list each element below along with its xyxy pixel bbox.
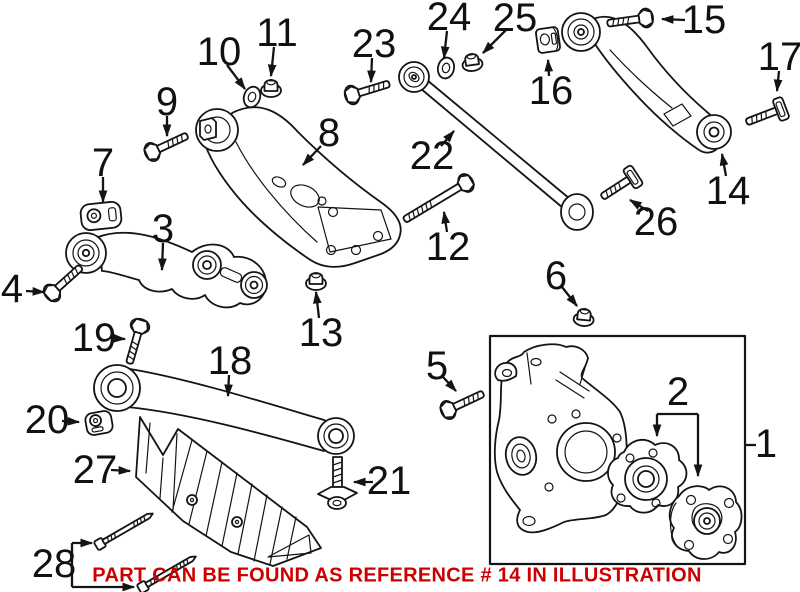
part-1-assembly-box bbox=[488, 334, 747, 566]
nut-6 bbox=[572, 306, 596, 328]
bolt-21 bbox=[317, 456, 358, 510]
wheel-bearing bbox=[607, 438, 688, 514]
bolt-26 bbox=[594, 163, 645, 208]
part-22-track-rod bbox=[398, 61, 594, 231]
clip-16 bbox=[535, 26, 561, 54]
part-8-lower-control-arm bbox=[195, 106, 402, 268]
bolt-23 bbox=[341, 73, 393, 108]
washer-24 bbox=[435, 55, 457, 81]
part-3-guide-arm bbox=[65, 231, 268, 309]
bolt-5 bbox=[436, 384, 489, 423]
caption: PART CAN BE FOUND AS REFERENCE # 14 IN I… bbox=[92, 564, 702, 587]
part-27-cover-plate bbox=[135, 416, 322, 567]
bolt-4 bbox=[39, 258, 89, 306]
bolt-9 bbox=[140, 126, 193, 165]
bolt-17 bbox=[741, 95, 791, 134]
nut-13 bbox=[305, 271, 327, 291]
nut-25 bbox=[460, 51, 485, 74]
bolt-19 bbox=[119, 315, 152, 368]
clamp-20 bbox=[84, 410, 114, 436]
wheel-hub bbox=[668, 485, 743, 560]
part-14-upper-control-arm bbox=[561, 12, 732, 154]
bolt-12 bbox=[398, 170, 478, 230]
wheel-knuckle bbox=[493, 343, 628, 534]
part-18-control-arm bbox=[93, 364, 355, 455]
clamp-7 bbox=[79, 200, 123, 232]
nut-11 bbox=[260, 78, 282, 98]
stud-bolt-28a bbox=[92, 508, 157, 552]
washer-10 bbox=[240, 83, 264, 111]
